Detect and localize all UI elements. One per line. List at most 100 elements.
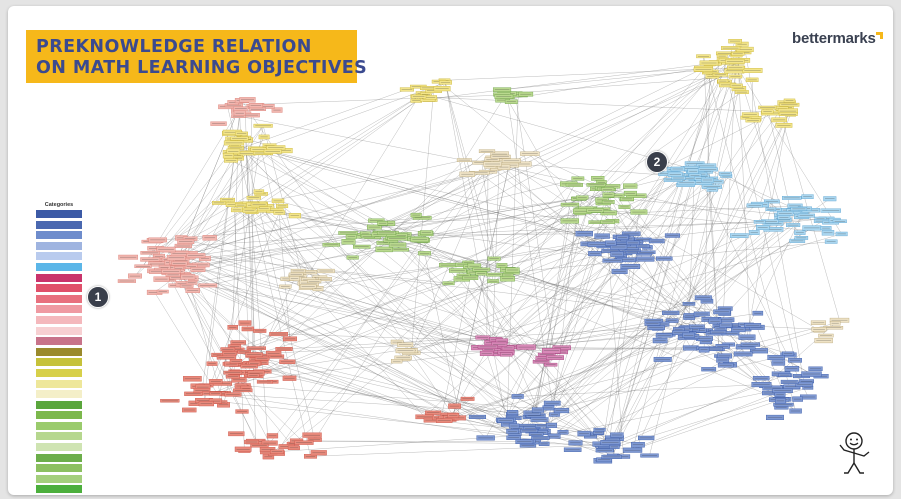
prerequisite-edge [396,253,618,362]
prerequisite-edge [231,201,609,351]
prerequisite-edge [386,223,552,426]
prerequisite-edge [229,235,603,354]
prerequisite-edge [507,178,688,279]
prerequisite-edge [503,166,640,213]
legend-item [36,358,82,367]
prerequisite-edge [167,96,419,261]
prerequisite-edge [441,277,471,418]
brand-corner-icon [876,32,883,39]
prerequisite-edge [215,357,227,382]
prerequisite-edge [517,384,762,397]
prerequisite-edge [281,205,518,397]
prerequisite-edge [173,274,533,432]
prerequisite-edge [227,106,311,457]
prerequisite-edge [405,344,611,443]
prerequisite-edge [263,210,627,260]
prerequisite-edge [251,115,254,376]
prerequisite-edge [287,361,445,421]
prerequisite-edge [608,242,639,443]
legend-item [36,485,82,494]
prerequisite-edge [608,111,768,445]
brand-logo: bettermarks [792,30,876,47]
prerequisite-edge [737,53,751,345]
prerequisite-edge [231,138,515,419]
title-line-2: ON MATH LEARNING OBJECTIVES [36,58,368,78]
prerequisite-edge [524,384,805,442]
prerequisite-edge [234,145,608,245]
prerequisite-edge [154,80,445,293]
prerequisite-edge [637,114,789,445]
prerequisite-edge [479,172,796,412]
prerequisite-edge [612,114,789,445]
prerequisite-edge [272,151,475,273]
prerequisite-edge [453,165,510,416]
prerequisite-edge [403,258,646,358]
prerequisite-edge [234,337,483,376]
prerequisite-edge [535,197,583,416]
prerequisite-edge [160,261,260,446]
prerequisite-edge [689,163,695,318]
prerequisite-edge [614,232,801,439]
prerequisite-edge [209,237,562,348]
prerequisite-edge [722,60,796,361]
legend-item [36,453,82,462]
prerequisite-graph [117,39,850,464]
prerequisite-edge [179,100,243,254]
prerequisite-edge [154,292,218,394]
prerequisite-edge [235,361,513,432]
legend-item [36,337,82,346]
prerequisite-edge [582,62,729,198]
legend-item [36,326,82,335]
prerequisite-edge [421,93,691,169]
prerequisite-edge [506,76,736,94]
prerequisite-edge [183,245,489,350]
prerequisite-edge [235,147,475,273]
prerequisite-edge [737,67,842,234]
prerequisite-edge [168,259,518,429]
prerequisite-edge [614,81,724,447]
prerequisite-edge [262,371,530,432]
prerequisite-edge [190,171,489,254]
prerequisite-edge [258,149,494,343]
prerequisite-edge [191,266,493,351]
prerequisite-edge [450,178,578,418]
prerequisite-edge [688,176,727,304]
prerequisite-edge [383,60,744,243]
prerequisite-edge [171,271,501,354]
prerequisite-edge [279,212,319,289]
prerequisite-edge [246,153,507,421]
marker-2-badge: 2 [646,151,668,173]
prerequisite-edge [603,203,820,331]
legend-item [36,294,82,303]
prerequisite-edge [386,232,729,345]
prerequisite-edge [232,351,585,434]
prerequisite-edge [405,350,614,457]
prerequisite-edge [254,339,496,355]
legend-item [36,284,82,293]
prerequisite-edge [177,82,446,259]
prerequisite-edge [163,125,264,250]
prerequisite-edge [237,151,488,365]
prerequisite-edge [234,204,468,399]
prerequisite-edge [233,94,526,106]
prerequisite-edge [429,97,786,113]
legend-item [36,464,82,473]
prerequisite-edge [693,60,741,172]
prerequisite-edge [783,125,840,321]
prerequisite-edge [481,162,495,259]
prerequisite-edge [195,255,528,446]
prerequisite-edge [504,218,827,421]
prerequisite-edge [296,440,525,442]
prerequisite-edge [278,333,502,342]
prerequisite-edge [263,210,321,278]
legend-title: Categories [44,202,74,208]
prerequisite-edge [314,159,493,440]
prerequisite-edge [461,264,610,445]
legend-item [36,474,82,483]
prerequisite-edge [492,154,500,351]
legend-item [36,368,82,377]
legend-item [36,262,82,271]
prerequisite-edge [481,91,742,274]
title-banner: PREKNOWLEDGE RELATION ON MATH LEARNING O… [26,30,367,83]
prerequisite-edge [530,204,571,442]
